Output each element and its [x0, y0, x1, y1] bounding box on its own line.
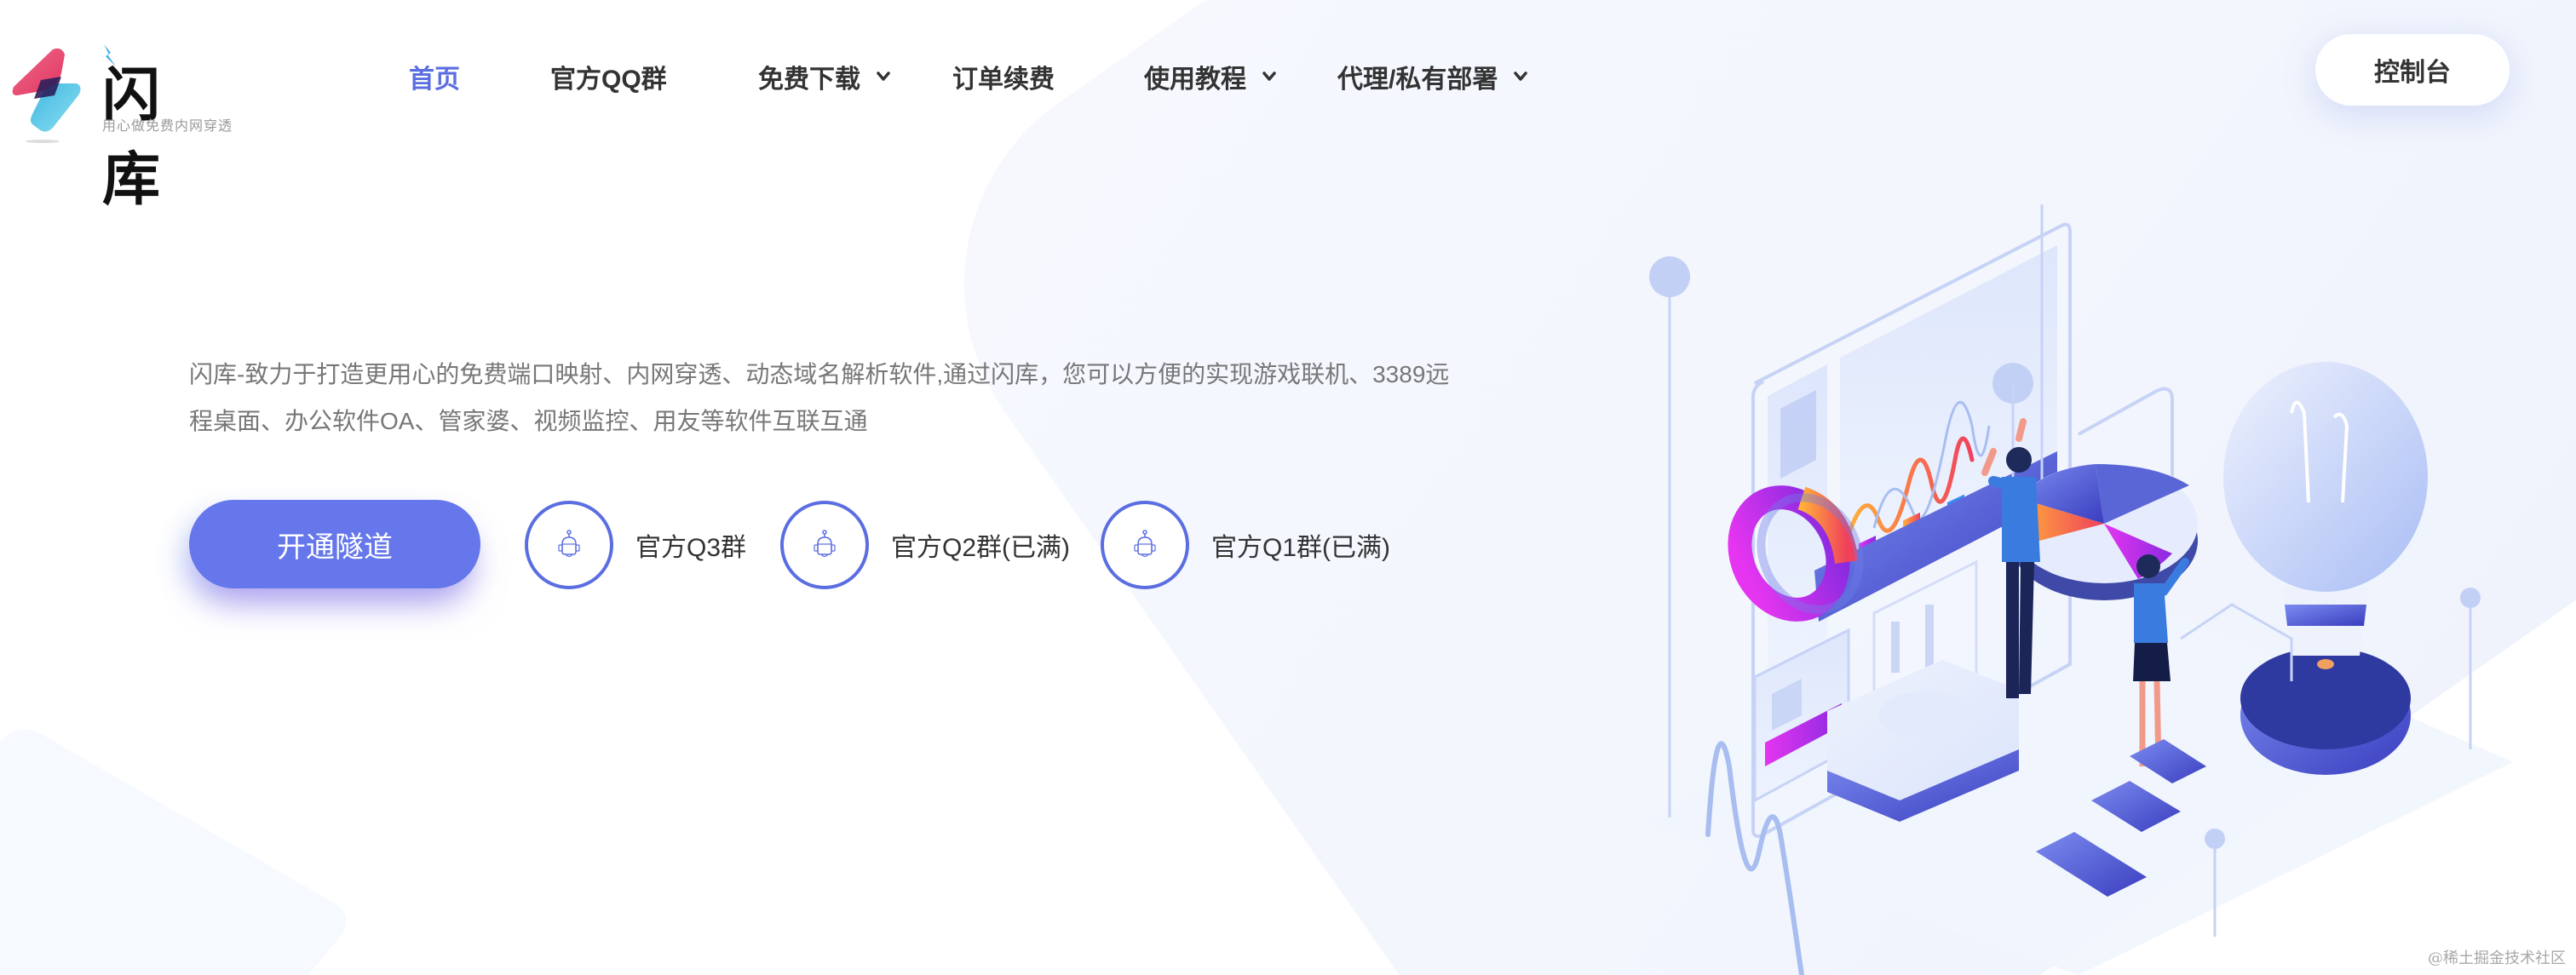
robot-icon [558, 530, 580, 558]
robot-icon-circle [525, 501, 613, 589]
isometric-analytics-illustration [1644, 204, 2513, 975]
nav-item-proxy-private-deploy[interactable]: 代理/私有部署 [1337, 58, 1532, 95]
nav-item-qq-group[interactable]: 官方QQ群 [550, 58, 667, 95]
brand-logo[interactable]: 闪库 用心做免费内网穿透 [9, 43, 239, 214]
open-tunnel-button[interactable]: 开通隧道 [189, 500, 480, 588]
hero-description-line: 程桌面、办公软件OA、管家婆、视频监控、用友等软件互联互通 [189, 408, 868, 434]
hero-description: 闪库-致力于打造更用心的免费端口映射、内网穿透、动态域名解析软件,通过闪库，您可… [189, 351, 1535, 444]
nav-item-download[interactable]: 免费下载 [758, 58, 894, 95]
qq-group-3-link[interactable]: 官方Q3群 [525, 501, 746, 589]
bolt-accent-icon [104, 44, 116, 66]
nav-item-label: 代理/私有部署 [1337, 66, 1498, 94]
nav-item-label: 订单续费 [952, 66, 1055, 94]
nav-item-label: 免费下载 [758, 66, 860, 94]
robot-icon [1134, 530, 1156, 558]
nav-item-label: 使用教程 [1144, 66, 1246, 94]
nav-item-renew-order[interactable]: 订单续费 [952, 58, 1055, 95]
qq-group-label: 官方Q1群(已满) [1211, 534, 1390, 562]
chevron-down-icon [1514, 72, 1528, 81]
qq-group-label: 官方Q3群 [635, 534, 747, 562]
qq-group-2-link[interactable]: 官方Q2群(已满) [780, 501, 1070, 589]
nav-item-home[interactable]: 首页 [409, 58, 460, 95]
brand-name: 闪库 [102, 62, 180, 214]
robot-icon-circle [780, 501, 869, 589]
background-shape-left [0, 720, 358, 975]
nav-item-label: 官方QQ群 [550, 66, 667, 94]
qq-group-label: 官方Q2群(已满) [891, 534, 1070, 562]
robot-icon [814, 530, 836, 558]
nav-item-tutorial[interactable]: 使用教程 [1144, 58, 1280, 95]
brand-tagline: 用心做免费内网穿透 [102, 119, 233, 134]
qq-group-1-link[interactable]: 官方Q1群(已满) [1101, 501, 1390, 589]
console-button[interactable]: 控制台 [2315, 34, 2510, 106]
robot-icon-circle [1101, 501, 1189, 589]
chevron-down-icon [1262, 72, 1276, 81]
chevron-down-icon [877, 72, 890, 81]
nav-item-label: 首页 [409, 66, 460, 94]
lightning-bolt-logo-icon [12, 48, 81, 143]
hero-description-line: 闪库-致力于打造更用心的免费端口映射、内网穿透、动态域名解析软件,通过闪库，您可… [189, 361, 1450, 387]
watermark: @稀土掘金技术社区 [2428, 949, 2566, 967]
